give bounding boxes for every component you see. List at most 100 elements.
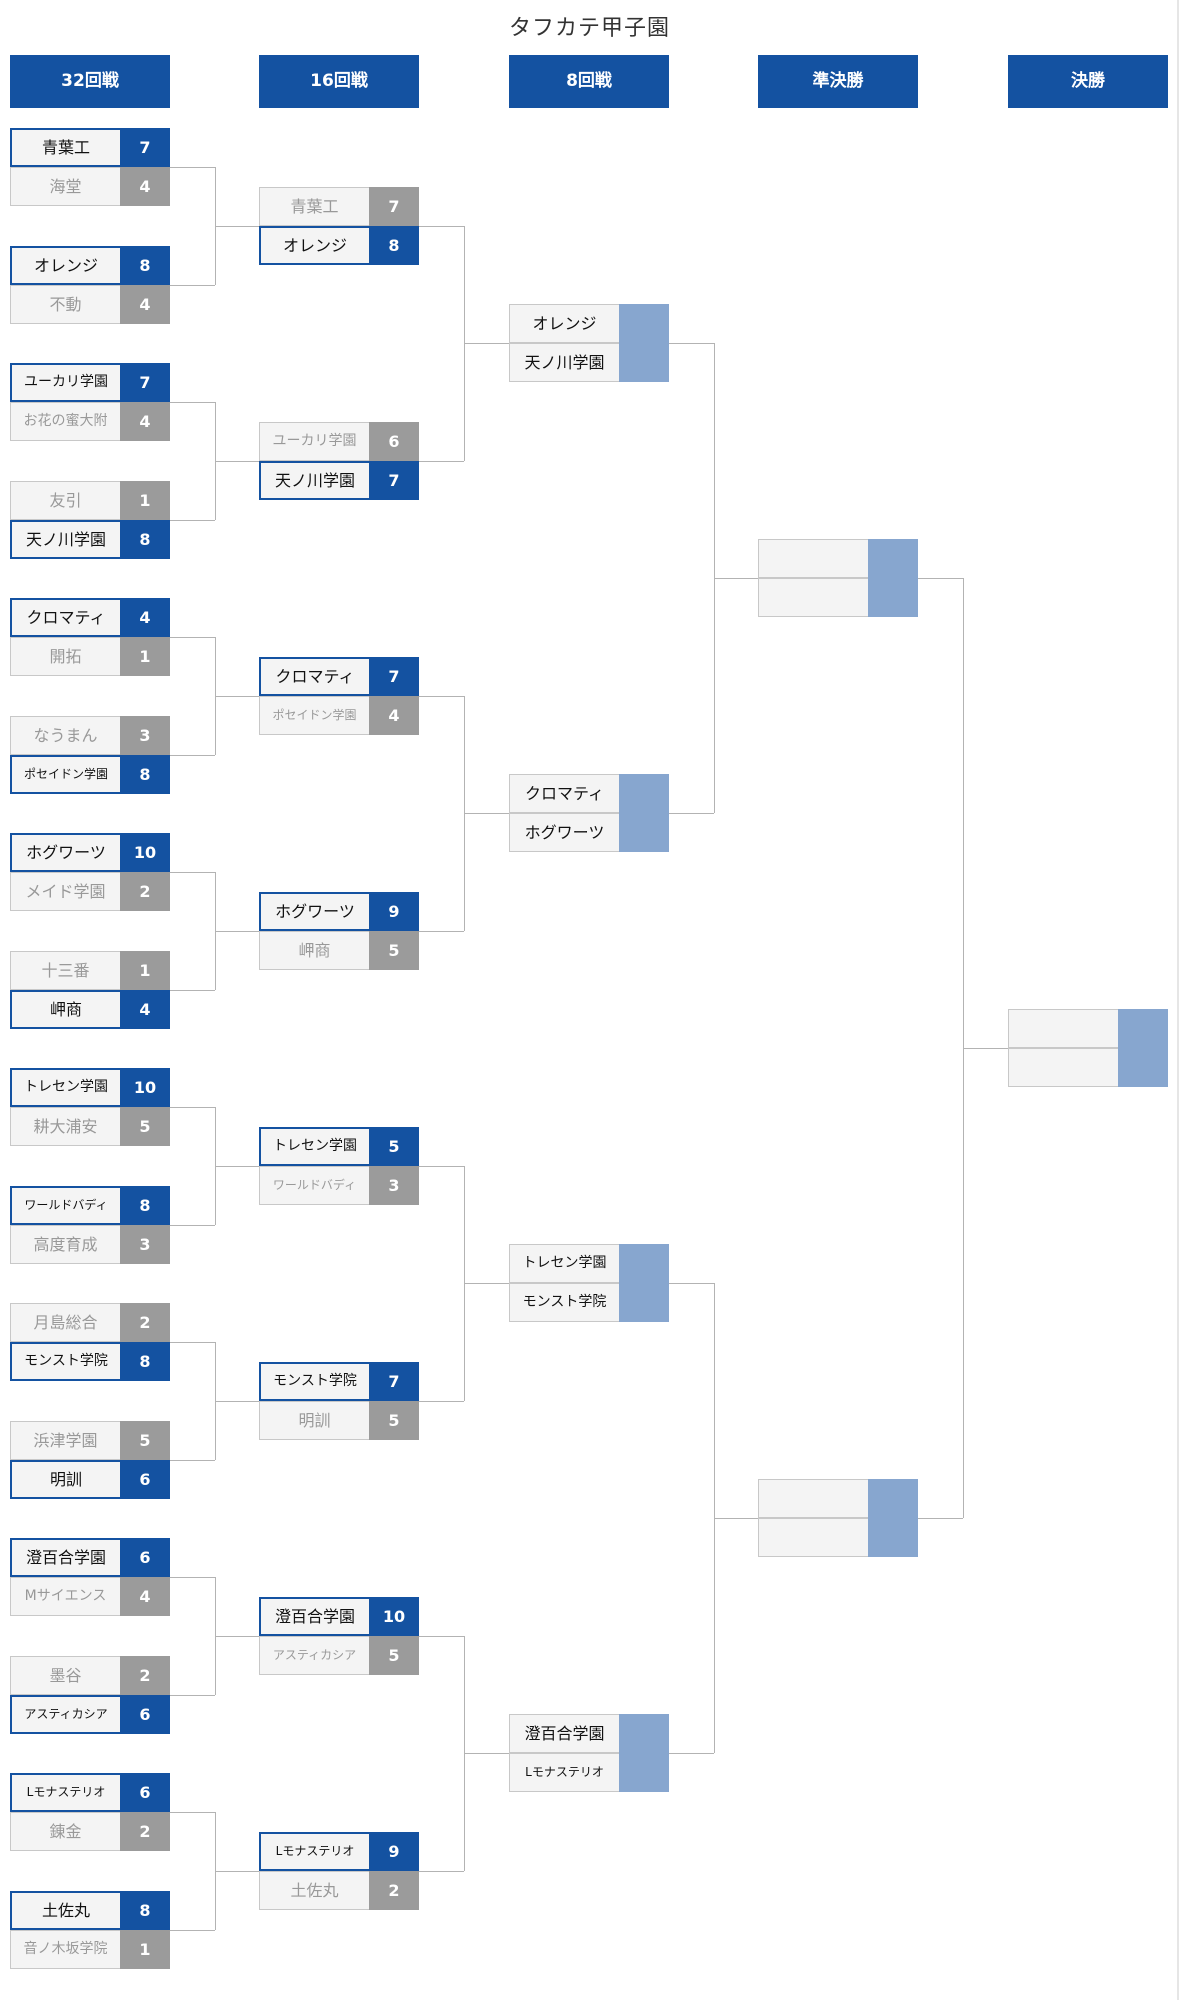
team-name: [1008, 1009, 1118, 1048]
team-score: 3: [120, 1225, 170, 1264]
team-score: 6: [120, 1695, 170, 1734]
team-name: ホグワーツ: [259, 892, 369, 931]
team-score: 6: [120, 1460, 170, 1499]
bracket-connector: [464, 1753, 509, 1754]
team-score: 8: [120, 755, 170, 794]
team-slot[interactable]: クロマティ: [509, 774, 669, 813]
team-slot[interactable]: [758, 1479, 918, 1518]
team-name: オレンジ: [10, 246, 120, 285]
bracket-connector: [170, 1930, 215, 1931]
team-slot[interactable]: モンスト学院: [509, 1283, 669, 1322]
bracket-connector: [669, 1753, 714, 1754]
team-name: トレセン学園: [10, 1068, 120, 1107]
team-name: Lモナステリオ: [10, 1773, 120, 1812]
team-score: 9: [369, 892, 419, 931]
team-slot[interactable]: 天ノ川学園: [509, 343, 669, 382]
team-slot[interactable]: [1008, 1048, 1168, 1087]
team-name: モンスト学院: [10, 1342, 120, 1381]
team-score: 4: [120, 990, 170, 1029]
team-name: アスティカシア: [259, 1636, 369, 1675]
team-slot[interactable]: [1008, 1009, 1168, 1048]
team-score: 10: [120, 833, 170, 872]
bracket-connector: [170, 1342, 215, 1343]
team-score: 6: [120, 1538, 170, 1577]
team-slot[interactable]: Lモナステリオ: [509, 1753, 669, 1792]
team-slot[interactable]: [758, 1518, 918, 1557]
team-slot[interactable]: [758, 539, 918, 578]
team-score: 5: [369, 1636, 419, 1675]
bracket-connector: [170, 1460, 215, 1461]
bracket-connector: [214, 1166, 259, 1167]
bracket-connector: [170, 872, 215, 873]
team-score: 3: [369, 1166, 419, 1205]
bracket-connector: [713, 1518, 758, 1519]
bracket-connector: [713, 578, 758, 579]
team-score: [619, 1283, 669, 1322]
team-score: 7: [369, 187, 419, 226]
bracket-connector: [419, 226, 464, 227]
team-name: 青葉工: [259, 187, 369, 226]
bracket-connector: [669, 343, 714, 344]
team-score: 6: [120, 1773, 170, 1812]
team-name: [758, 539, 868, 578]
bracket-connector: [214, 1871, 259, 1872]
bracket-connector: [170, 1577, 215, 1578]
team-slot[interactable]: オレンジ: [509, 304, 669, 343]
team-name: Lモナステリオ: [509, 1753, 619, 1792]
team-slot[interactable]: ホグワーツ: [509, 813, 669, 852]
team-slot[interactable]: トレセン学園: [509, 1244, 669, 1283]
team-slot[interactable]: [758, 578, 918, 617]
team-score: [619, 1244, 669, 1283]
team-slot[interactable]: 澄百合学園: [509, 1714, 669, 1753]
